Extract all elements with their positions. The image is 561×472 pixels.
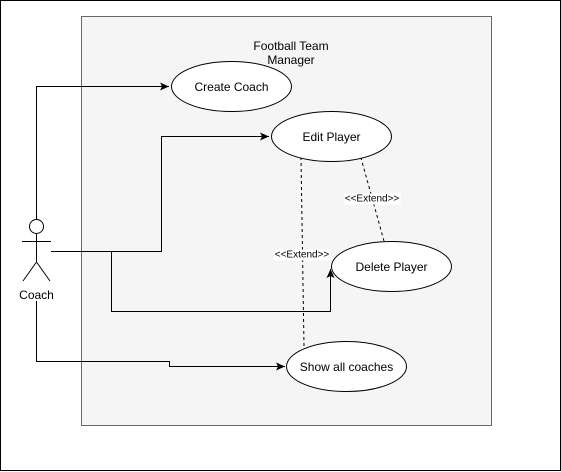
extend-line-show-to-edit[interactable] — [300, 157, 305, 347]
use-case-create-coach-shape[interactable] — [171, 61, 292, 112]
actor-right-leg — [36, 261, 51, 282]
actor-head — [29, 219, 44, 234]
extend-label-delete-to-edit: <<Extend>> — [343, 193, 401, 205]
use-case-delete-player-shape[interactable] — [331, 241, 452, 292]
use-case-edit-player-label: Edit Player — [302, 129, 361, 144]
use-case-edit-player-shape[interactable] — [271, 111, 392, 162]
use-case-delete-player-label: Delete Player — [355, 259, 428, 274]
actor-label: Coach — [19, 288, 54, 302]
system-title-line-1: Football Team — [253, 39, 329, 53]
connector-coach-to-create-coach[interactable] — [36, 82, 170, 220]
use-case-show-all-coaches-shape[interactable] — [286, 341, 407, 392]
connector-coach-to-show-all-coaches[interactable] — [36, 301, 286, 371]
use-case-create-coach-label: Create Coach — [194, 79, 269, 94]
extend-label-show-to-edit: <<Extend>> — [273, 249, 331, 261]
actor-coach-figure[interactable] — [22, 219, 51, 282]
connector-coach-to-delete-player[interactable] — [51, 251, 335, 312]
use-case-show-all-coaches-label: Show all coaches — [299, 359, 394, 374]
system-title-line-2: Manager — [267, 53, 315, 67]
actor-left-leg — [22, 261, 37, 282]
system-title: Football Team Manager — [231, 39, 351, 67]
